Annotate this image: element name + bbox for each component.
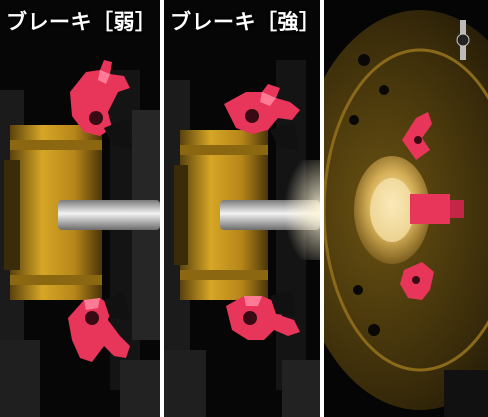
hub-highlight xyxy=(370,178,414,242)
panel-strong-brake: ブレーキ［強］ xyxy=(164,0,320,417)
brake-shoe-icon xyxy=(224,84,300,134)
brake-center-tip xyxy=(450,200,464,218)
strong-brake-illustration xyxy=(164,0,320,417)
brake-center-block xyxy=(410,194,450,224)
plate-hole xyxy=(358,54,370,66)
weak-brake-illustration xyxy=(0,0,160,417)
brake-shoe-icon xyxy=(402,112,432,160)
gear-block xyxy=(120,360,160,417)
brake-shoe-icon xyxy=(400,262,434,300)
reel-foot xyxy=(444,370,488,417)
panel-label-weak: ブレーキ［弱］ xyxy=(6,10,157,34)
brake-arm xyxy=(104,118,132,150)
brass-spool-groove xyxy=(10,275,102,285)
gear-block xyxy=(164,350,206,417)
brake-shoe-icon xyxy=(226,296,300,340)
brake-shoe-icon xyxy=(68,298,130,362)
plate-hole xyxy=(368,324,380,336)
panel-divider xyxy=(320,0,324,417)
gear-block xyxy=(0,340,40,417)
brake-arm xyxy=(104,292,130,320)
light-glow xyxy=(260,160,320,260)
spool-shaft-icon xyxy=(58,200,160,230)
brass-spool-groove xyxy=(10,140,102,150)
brake-arm xyxy=(270,290,296,316)
plate-hole xyxy=(379,85,389,95)
brass-spool-groove xyxy=(180,270,268,280)
panel-label-strong: ブレーキ［強］ xyxy=(170,10,320,34)
panel-cutaway-view xyxy=(324,0,488,417)
brass-spool-edge xyxy=(4,160,20,270)
frame-screw xyxy=(456,33,470,47)
brass-spool-groove xyxy=(180,145,268,155)
gear-block xyxy=(282,360,320,417)
cutaway-illustration xyxy=(324,0,488,417)
brake-arm xyxy=(270,122,298,150)
panel-weak-brake: ブレーキ［弱］ xyxy=(0,0,160,417)
plate-hole xyxy=(353,285,363,295)
brake-shoe-icon xyxy=(70,60,130,136)
reel-plate-ring xyxy=(324,48,488,372)
panel-divider xyxy=(160,0,164,417)
brass-spool-edge xyxy=(174,165,188,265)
plate-hole xyxy=(349,115,359,125)
